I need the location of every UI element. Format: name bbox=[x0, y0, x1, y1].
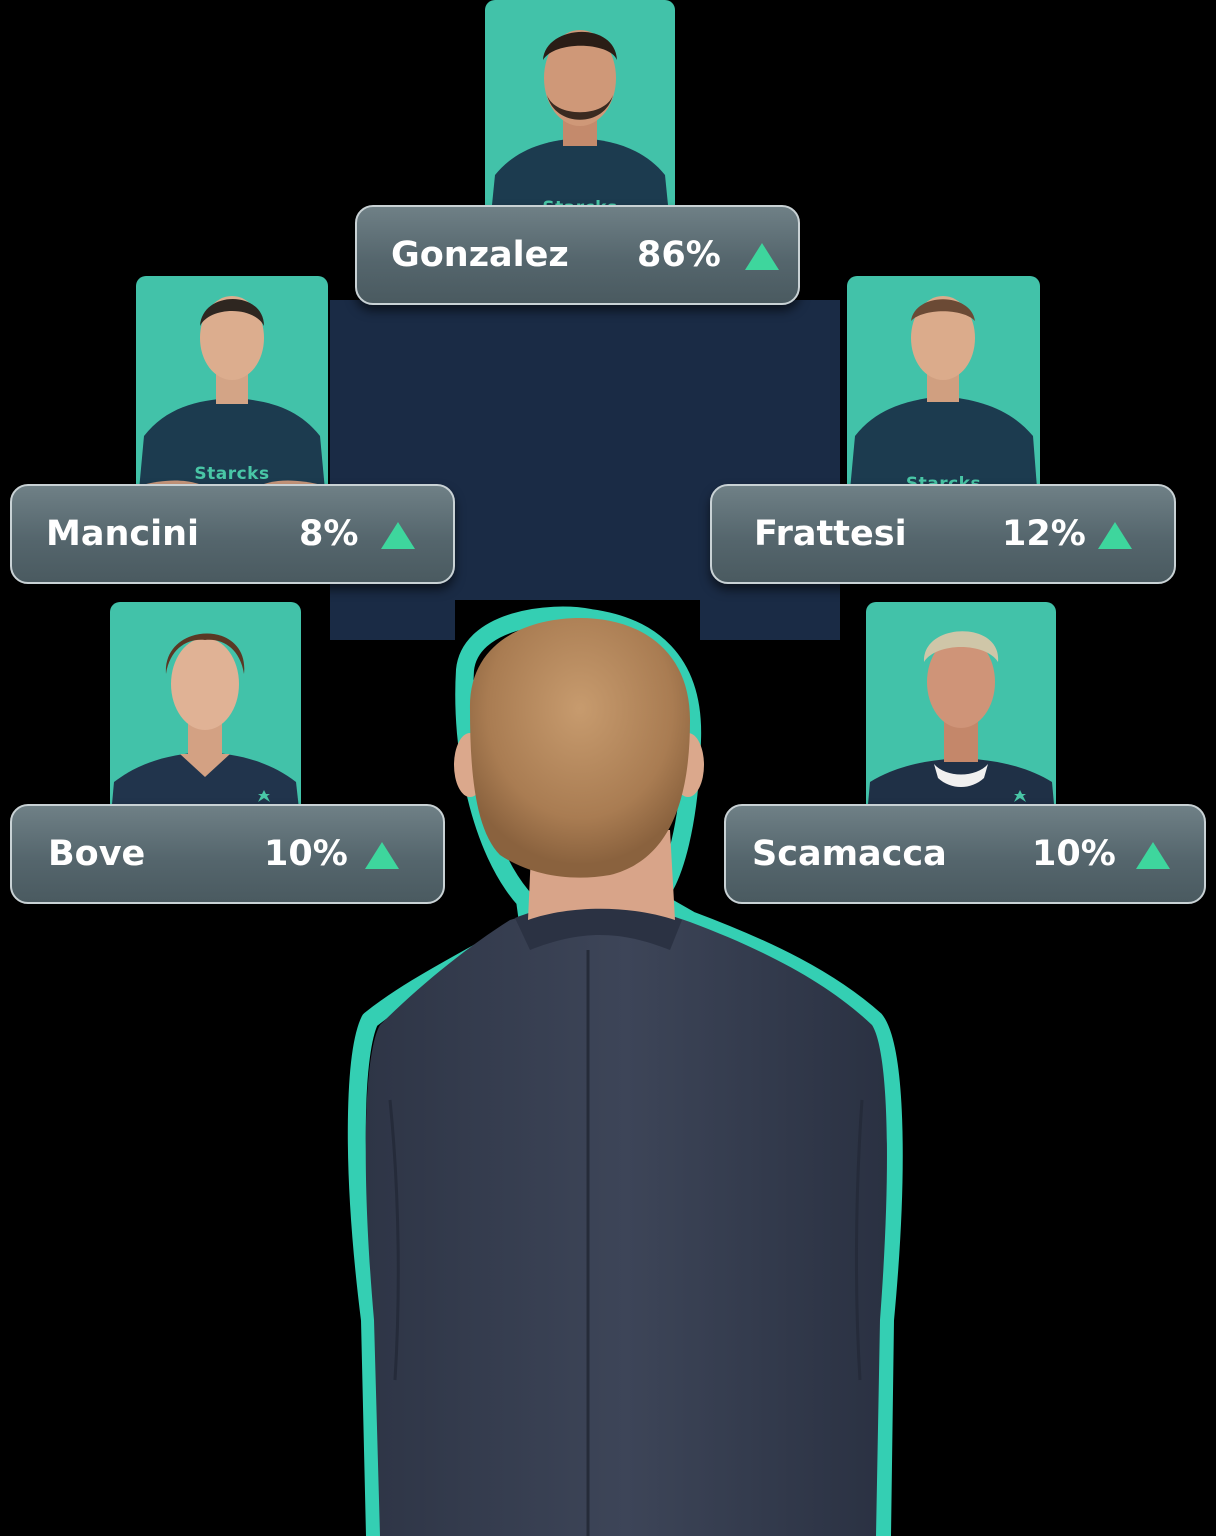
player-photo bbox=[110, 602, 301, 827]
player-photo: Starcks bbox=[847, 276, 1040, 501]
up-triangle-icon bbox=[1136, 842, 1170, 869]
player-card-bove[interactable]: Bove 10% bbox=[10, 602, 445, 910]
player-card-gonzalez[interactable]: Starcks Gonzalez 86% bbox=[355, 0, 800, 312]
player-plate: Gonzalez 86% bbox=[355, 205, 800, 305]
player-card-mancini[interactable]: Starcks Mancini 8% bbox=[10, 276, 455, 588]
up-triangle-icon bbox=[365, 842, 399, 869]
manager-silhouette bbox=[347, 606, 903, 1536]
player-plate: Mancini 8% bbox=[10, 484, 455, 584]
player-silhouette-icon bbox=[866, 631, 1056, 827]
player-silhouette-icon bbox=[110, 633, 301, 827]
player-percent: 10% bbox=[264, 834, 348, 874]
player-card-scamacca[interactable]: Scamacca 10% bbox=[724, 602, 1206, 910]
shirt-brand-text: Starcks bbox=[194, 464, 270, 484]
player-card-frattesi[interactable]: Starcks Frattesi 12% bbox=[710, 276, 1176, 588]
player-name: Gonzalez bbox=[391, 235, 569, 275]
player-plate: Scamacca 10% bbox=[724, 804, 1206, 904]
manager-figure bbox=[270, 600, 910, 1536]
player-name: Scamacca bbox=[752, 834, 947, 874]
player-name: Mancini bbox=[46, 514, 200, 554]
player-plate: Bove 10% bbox=[10, 804, 445, 904]
up-triangle-icon bbox=[745, 243, 779, 270]
player-silhouette-icon bbox=[490, 30, 670, 225]
up-triangle-icon bbox=[381, 522, 415, 549]
player-name: Frattesi bbox=[754, 514, 907, 554]
player-percent: 12% bbox=[1002, 514, 1086, 554]
player-silhouette-icon bbox=[849, 296, 1038, 501]
player-photo bbox=[866, 602, 1056, 827]
player-percent: 10% bbox=[1032, 834, 1116, 874]
player-percent: 8% bbox=[299, 514, 359, 554]
player-name: Bove bbox=[48, 834, 146, 874]
player-plate: Frattesi 12% bbox=[710, 484, 1176, 584]
player-photo: Starcks bbox=[136, 276, 328, 501]
up-triangle-icon bbox=[1098, 522, 1132, 549]
player-percent: 86% bbox=[637, 235, 721, 275]
player-photo: Starcks bbox=[485, 0, 675, 225]
